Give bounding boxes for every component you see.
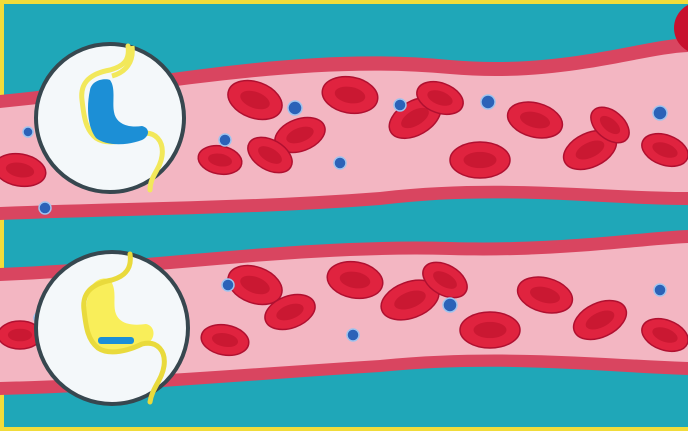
blue-particle [23,127,33,137]
blue-particle [334,157,346,169]
blue-particle [39,202,51,214]
stomach-blue-layer [98,337,134,344]
blue-particle [222,279,234,291]
blue-particle [653,106,667,120]
blue-particle [443,298,457,312]
blue-particle [394,99,406,111]
red-blood-cell [450,142,510,178]
blue-particle [288,101,302,115]
blue-particle [219,134,231,146]
red-blood-cell [460,312,520,348]
blue-particle [654,284,666,296]
lower-stomach-inset [36,252,188,404]
upper-stomach-inset [36,44,184,192]
blue-particle [347,329,359,341]
blue-particle [481,95,495,109]
